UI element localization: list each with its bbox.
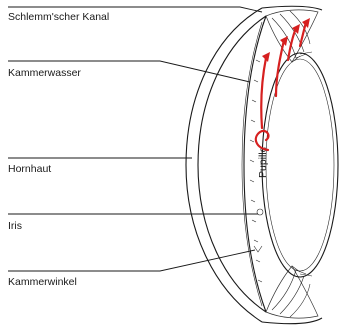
lens — [262, 53, 338, 277]
leader-kammerwinkel — [8, 250, 255, 271]
iris-sphincter-mark — [257, 209, 263, 215]
label-iris: Iris — [8, 220, 22, 232]
cornea-outer-outline — [186, 8, 262, 322]
chamber-angle-mark — [254, 246, 262, 252]
flow-arrow-2 — [276, 40, 284, 96]
label-cornea: Hornhaut — [8, 163, 51, 175]
label-aqueous-humor: Kammerwasser — [8, 67, 81, 79]
ciliary-body-top — [266, 10, 318, 62]
label-chamber-angle: Kammerwinkel — [8, 276, 77, 288]
cornea-inner-outline — [198, 16, 266, 312]
label-schlemm-canal: Schlemm'scher Kanal — [8, 11, 109, 23]
leader-lines — [8, 7, 262, 271]
zonular-fibers — [292, 52, 312, 276]
label-pupil: Pupille — [257, 146, 269, 178]
